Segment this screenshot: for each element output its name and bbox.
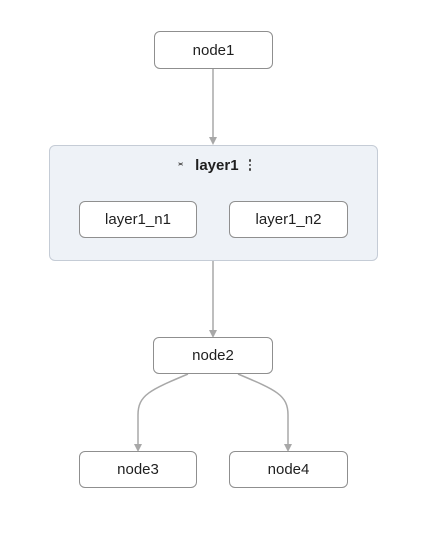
collapse-icon[interactable]: ⌄⌃: [175, 156, 186, 174]
node-layer1-n1[interactable]: layer1_n1: [79, 201, 197, 238]
node-node4[interactable]: node4: [229, 451, 348, 488]
edge-node2-node4: [237, 373, 292, 452]
more-vertical-icon[interactable]: [248, 159, 252, 171]
edge-node2-node3: [134, 373, 189, 452]
node-node2[interactable]: node2: [153, 337, 273, 374]
node-node3[interactable]: node3: [79, 451, 197, 488]
group-header: ⌄⌃ layer1: [50, 154, 377, 176]
node-node1[interactable]: node1: [154, 31, 273, 69]
node-layer1-n2[interactable]: layer1_n2: [229, 201, 348, 238]
group-layer1[interactable]: ⌄⌃ layer1 layer1_n1 layer1_n2: [49, 145, 378, 261]
group-title: layer1: [195, 156, 239, 174]
